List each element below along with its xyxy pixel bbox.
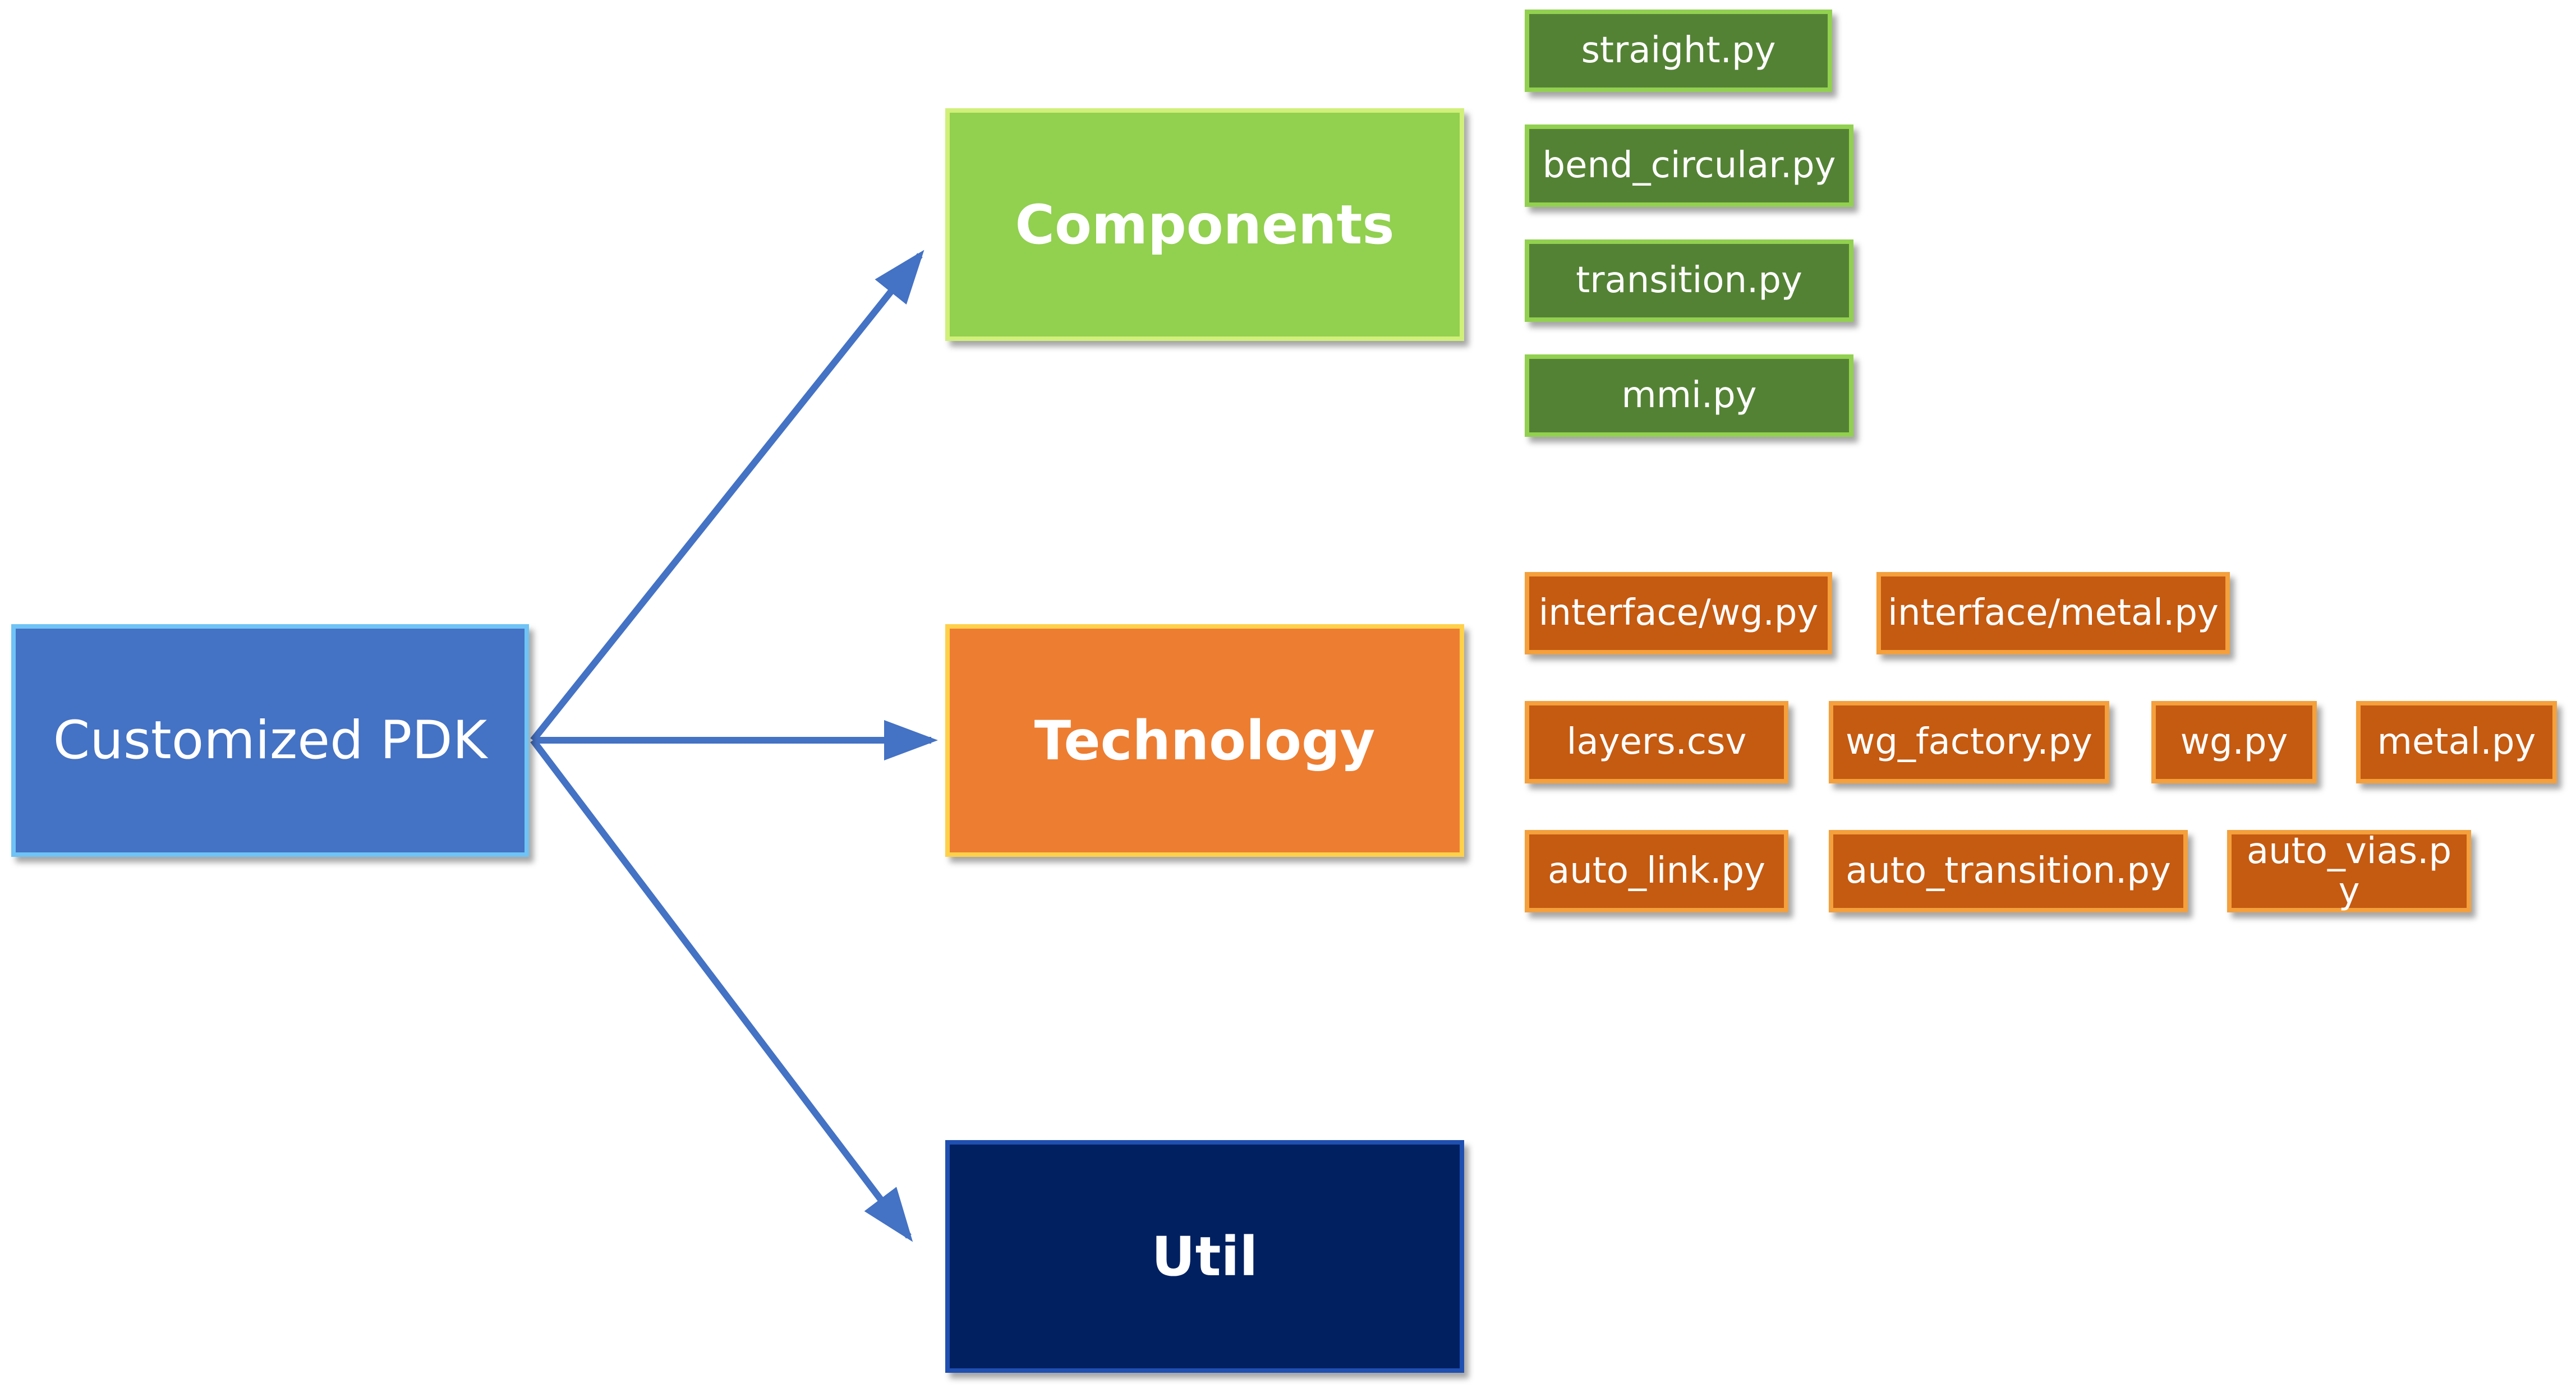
category-components-label: Components bbox=[1015, 193, 1395, 256]
file-bend-circular-py: bend_circular.py bbox=[1525, 124, 1853, 207]
root-node-customized-pdk: Customized PDK bbox=[11, 624, 529, 857]
file-auto-vias-py: auto_vias.py bbox=[2227, 830, 2471, 912]
file-auto-link-py: auto_link.py bbox=[1525, 830, 1788, 912]
root-node-label: Customized PDK bbox=[53, 710, 487, 771]
category-technology: Technology bbox=[945, 624, 1464, 857]
file-interface-metal-py: interface/metal.py bbox=[1876, 572, 2230, 654]
category-util: Util bbox=[945, 1140, 1464, 1373]
category-util-label: Util bbox=[1151, 1225, 1258, 1288]
file-layers-csv: layers.csv bbox=[1525, 701, 1788, 783]
arrow-to-util bbox=[530, 738, 913, 1242]
file-mmi-py: mmi.py bbox=[1525, 354, 1853, 437]
file-interface-wg-py: interface/wg.py bbox=[1525, 572, 1832, 654]
category-components: Components bbox=[945, 108, 1464, 341]
file-metal-py: metal.py bbox=[2356, 701, 2557, 783]
file-wg-factory-py: wg_factory.py bbox=[1829, 701, 2109, 783]
file-transition-py: transition.py bbox=[1525, 239, 1853, 322]
category-technology-label: Technology bbox=[1034, 709, 1376, 772]
file-wg-py: wg.py bbox=[2151, 701, 2317, 783]
file-straight-py: straight.py bbox=[1525, 10, 1832, 92]
file-auto-transition-py: auto_transition.py bbox=[1829, 830, 2188, 912]
arrow-to-components bbox=[530, 250, 924, 742]
